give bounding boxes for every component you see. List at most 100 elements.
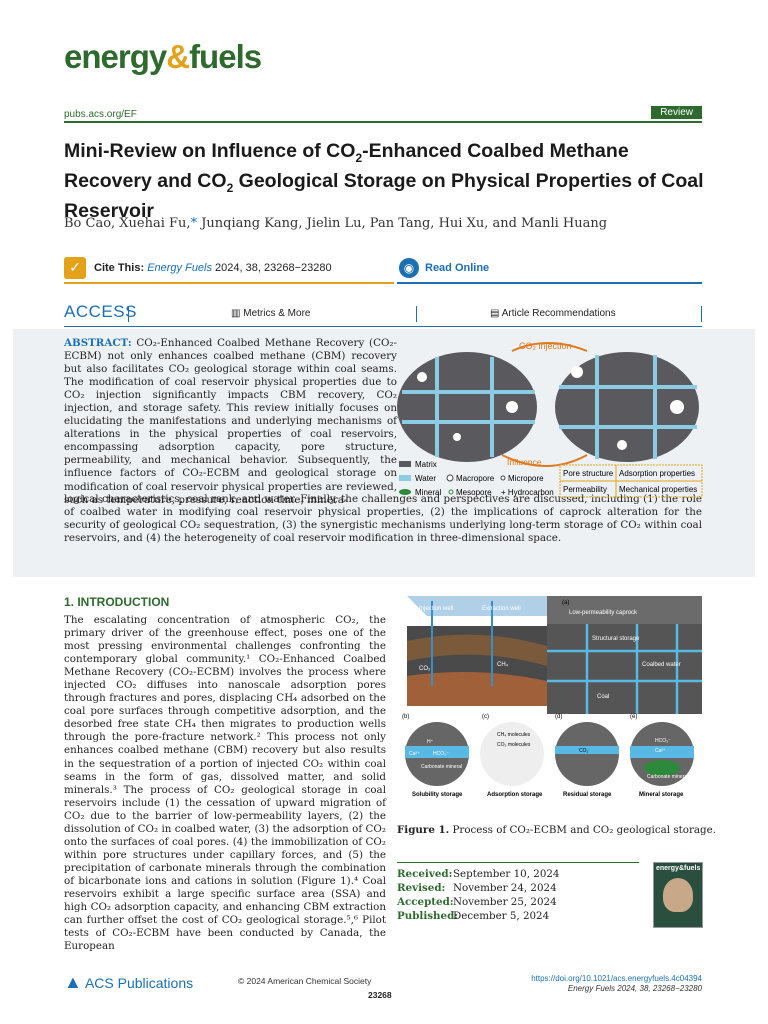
read-online-label: Read Online xyxy=(425,262,490,274)
legend-mineral-swatch xyxy=(399,489,411,495)
fig1-layer-bottom xyxy=(407,672,547,706)
fig1-label-a: (a) xyxy=(562,600,569,606)
corresponding-author-link[interactable]: * xyxy=(190,216,198,231)
abstract-label: ABSTRACT: xyxy=(64,337,132,349)
globe-icon: ◉ xyxy=(399,258,419,278)
fig1-label-ca-b: Ca²⁺ xyxy=(409,751,420,757)
acs-publications-logo[interactable]: ▲ ACS Publications xyxy=(64,972,193,993)
legend-water-swatch xyxy=(399,475,411,481)
legend-matrix: Matrix xyxy=(415,460,437,469)
access-label: ACCESS xyxy=(64,302,137,321)
toc-coal-before xyxy=(397,352,537,462)
fig1-label-ch4mol: CH₄ molecules xyxy=(497,732,531,738)
journal-cover-thumbnail[interactable]: energy&fuels xyxy=(653,862,703,928)
fig1-layer-brown xyxy=(407,634,547,666)
access-sep-1 xyxy=(128,306,129,322)
date-row-received: Received:September 10, 2024 xyxy=(397,868,703,882)
authors-part2: Junqiang Kang, Jielin Lu, Pan Tang, Hui … xyxy=(197,216,608,231)
fig1-inset-b-water xyxy=(405,746,469,758)
fig1-label-water: Coalbed water xyxy=(642,662,681,668)
legend-matrix-swatch xyxy=(399,461,411,467)
toc-influence-label: Influence xyxy=(507,457,542,467)
logo-amp: & xyxy=(166,38,190,75)
date-label: Accepted: xyxy=(397,896,454,908)
access-sep-2 xyxy=(416,306,417,322)
copyright-notice: © 2024 American Chemical Society xyxy=(238,976,372,986)
abstract-text-full: logical characteristics, coal rank, and … xyxy=(64,493,702,545)
figure-1-caption-label[interactable]: Figure 1. xyxy=(397,824,450,836)
fig1-sky xyxy=(407,596,567,616)
toc-fractures xyxy=(402,355,697,459)
fig1-label-carb-b: Carbonate mineral xyxy=(421,764,462,770)
page-number: 23268 xyxy=(368,990,392,1000)
fig1-label-res: Residual storage xyxy=(563,792,612,798)
date-row-revised: Revised:November 24, 2024 xyxy=(397,882,703,896)
toc-mechanical: Mechanical properties xyxy=(619,485,697,494)
fig1-label-carb-e: Carbonate mineral xyxy=(647,774,688,780)
fig1-label-co2-d: CO₂ xyxy=(579,748,589,754)
date-value: December 5, 2024 xyxy=(453,910,550,922)
toc-adsorption: Adsorption properties xyxy=(619,469,695,478)
legend-mesopore: Mesopore xyxy=(456,488,492,497)
cite-journal: Energy Fuels xyxy=(147,262,212,274)
date-row-published: Published:December 5, 2024 xyxy=(397,910,703,924)
date-value: November 24, 2024 xyxy=(453,882,557,894)
figure-1-caption: Figure 1. Process of CO₂-ECBM and CO₂ ge… xyxy=(397,824,716,836)
fig1-label-d: (d) xyxy=(555,714,562,720)
fig1-caprock xyxy=(547,596,702,624)
toc-injection-arrow xyxy=(511,342,588,352)
figure-1-caption-text: Process of CO₂-ECBM and CO₂ geological s… xyxy=(449,824,716,836)
fig1-label-co2mol: CO₂ molecules xyxy=(497,742,531,748)
fig1-label-h: H⁺ xyxy=(427,739,434,745)
fig1-inset-c xyxy=(480,722,544,786)
toc-influence-arrow xyxy=(501,454,588,467)
cite-this-button[interactable]: ✓ Cite This: Energy Fuels 2024, 38, 2326… xyxy=(64,257,394,284)
fig1-label-inj: Injection well xyxy=(419,606,453,612)
legend-water: Water xyxy=(415,474,436,483)
article-dates: Received:September 10, 2024 Revised:Nove… xyxy=(397,862,703,924)
toc-coal-after xyxy=(555,352,699,462)
legend-micropore-swatch xyxy=(500,475,506,481)
recommendations-button[interactable]: ▤ Article Recommendations xyxy=(490,308,616,319)
checkmark-icon: ✓ xyxy=(64,257,86,279)
fig1-label-ch4: CH₄ xyxy=(497,662,509,668)
access-rule xyxy=(64,326,702,327)
fig1-label-ext: Extraction well xyxy=(482,606,521,612)
date-label: Published: xyxy=(397,910,459,922)
legend-mineral: Mineral xyxy=(415,488,441,497)
cover-portrait xyxy=(663,878,693,912)
fig1-inset-e-mineral xyxy=(644,760,680,776)
fig1-label-sol: Solubility storage xyxy=(412,792,463,798)
fig1-label-hco3-e: HCO₃⁻ xyxy=(655,738,671,744)
cite-text: Cite This: Energy Fuels 2024, 38, 23268−… xyxy=(94,262,332,274)
cover-title: energy&fuels xyxy=(656,865,701,872)
cite-details: 2024, 38, 23268−23280 xyxy=(212,262,332,274)
doi-link[interactable]: https://doi.org/10.1021/acs.energyfuels.… xyxy=(531,974,702,983)
title-seg-1: Mini-Review on Influence of CO xyxy=(64,140,356,162)
toc-permeability: Permeability xyxy=(563,485,607,494)
fig1-label-ca-e: Ca²⁺ xyxy=(655,748,666,754)
toc-graphic: CO₂ injection Influence Matrix Water Mac… xyxy=(397,341,703,498)
title-sub-2: 2 xyxy=(226,180,234,195)
fig1-insets xyxy=(405,722,694,786)
fig1-label-c: (c) xyxy=(482,714,489,720)
legend-hydrocarbon-label: Hydrocarbon xyxy=(508,488,554,497)
fig1-label-cap: Low-permeability caprock xyxy=(569,610,638,616)
journal-url-link[interactable]: pubs.acs.org/EF xyxy=(64,109,137,120)
metrics-button[interactable]: ▥ Metrics & More xyxy=(231,308,310,319)
author-list: Bo Cao, Xuehai Fu,* Junqiang Kang, Jieli… xyxy=(64,216,607,231)
cite-label: Cite This: xyxy=(94,262,145,274)
access-sep-3 xyxy=(701,306,702,322)
recs-label: Article Recommendations xyxy=(501,308,616,319)
legend-hydrocarbon: + Hydrocarbon xyxy=(501,488,554,497)
title-sub-1: 2 xyxy=(355,150,363,165)
introduction-body: The escalating concentration of atmosphe… xyxy=(64,614,386,953)
abstract-text-column: ABSTRACT: CO₂-Enhanced Coalbed Methane R… xyxy=(64,337,397,507)
authors-part1: Bo Cao, Xuehai Fu, xyxy=(64,216,191,231)
date-value: September 10, 2024 xyxy=(453,868,560,880)
fig1-label-struct: Structural storage xyxy=(592,636,640,642)
fig1-label-e: (e) xyxy=(630,714,637,720)
legend-macropore: Macropore xyxy=(456,474,495,483)
fig1-label-coal: Coal xyxy=(597,694,609,700)
read-online-button[interactable]: ◉ Read Online xyxy=(397,257,702,284)
